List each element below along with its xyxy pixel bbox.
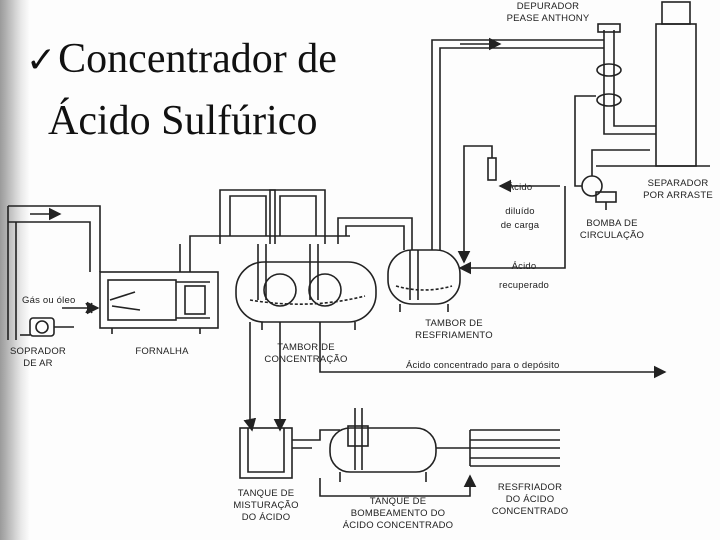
svg-text:TAMBOR DE: TAMBOR DE (277, 342, 335, 353)
svg-text:DE AR: DE AR (23, 358, 53, 369)
label-fornalha: FORNALHA (135, 346, 189, 357)
svg-text:CONCENTRADO: CONCENTRADO (492, 506, 569, 517)
label-tanque-mistura-3: DO ÁCIDO (242, 512, 291, 523)
flue-duct (180, 190, 412, 272)
svg-text:CONCENTRAÇÃO: CONCENTRAÇÃO (264, 354, 347, 365)
entrainment-separator (596, 2, 710, 166)
acid-mixing-tank (240, 428, 340, 478)
label-resfriador-3: CONCENTRADO (492, 506, 569, 517)
svg-text:RESFRIADOR: RESFRIADOR (498, 482, 562, 493)
label-tambor-conc-1: TAMBOR DE (277, 342, 335, 353)
label-soprador-1: SOPRADOR (10, 346, 66, 357)
svg-text:FORNALHA: FORNALHA (135, 346, 189, 357)
label-tanque-mistura-2: MISTURAÇÃO (233, 500, 298, 511)
circulation-pump (575, 96, 650, 210)
dilute-acid-feed (464, 146, 560, 262)
svg-text:POR ARRASTE: POR ARRASTE (643, 190, 713, 201)
svg-text:Gás ou óleo: Gás ou óleo (22, 295, 75, 306)
svg-text:PEASE ANTHONY: PEASE ANTHONY (507, 13, 590, 24)
svg-text:TANQUE DE: TANQUE DE (370, 496, 427, 507)
svg-text:Ácido concentrado para o depós: Ácido concentrado para o depósito (406, 360, 559, 371)
svg-text:DEPURADOR: DEPURADOR (517, 1, 580, 12)
svg-text:BOMBA DE: BOMBA DE (586, 218, 637, 229)
svg-text:Ácido: Ácido (508, 182, 533, 193)
svg-text:Ácido: Ácido (512, 261, 537, 272)
label-tanque-bomb-3: ÁCIDO CONCENTRADO (343, 520, 454, 531)
label-soprador-2: DE AR (23, 358, 53, 369)
air-blower (20, 318, 74, 336)
label-bomba-1: BOMBA DE (586, 218, 637, 229)
label-bomba-2: CIRCULAÇÃO (580, 230, 644, 241)
svg-text:diluído: diluído (505, 206, 534, 217)
svg-text:DO ÁCIDO: DO ÁCIDO (506, 494, 555, 505)
svg-text:MISTURAÇÃO: MISTURAÇÃO (233, 500, 298, 511)
svg-text:TAMBOR DE: TAMBOR DE (425, 318, 483, 329)
label-tanque-bomb-2: BOMBEAMENTO DO (351, 508, 445, 519)
label-separador-1: SEPARADOR (648, 178, 709, 189)
label-tanque-bomb-1: TANQUE DE (370, 496, 427, 507)
pease-anthony-scrubber (597, 24, 656, 134)
acid-pumping-tank (330, 408, 470, 482)
label-tambor-resf-2: RESFRIAMENTO (415, 330, 493, 341)
label-depurador-1: DEPURADOR (517, 1, 580, 12)
label-acido-recuperado-2: recuperado (499, 280, 549, 291)
label-acido-diluido-1: Ácido (508, 182, 533, 193)
label-tanque-mistura-1: TANQUE DE (238, 488, 295, 499)
label-acido-diluido-2: diluído (505, 206, 534, 217)
svg-text:BOMBEAMENTO DO: BOMBEAMENTO DO (351, 508, 445, 519)
svg-text:RESFRIAMENTO: RESFRIAMENTO (415, 330, 493, 341)
label-separador-2: POR ARRASTE (643, 190, 713, 201)
concentration-drum (236, 244, 376, 330)
svg-text:de carga: de carga (501, 220, 540, 231)
svg-text:CIRCULAÇÃO: CIRCULAÇÃO (580, 230, 644, 241)
label-tambor-conc-2: CONCENTRAÇÃO (264, 354, 347, 365)
label-gas-oleo: Gás ou óleo (22, 295, 75, 306)
label-acido-diluido-3: de carga (501, 220, 540, 231)
scrubber-gas-line (432, 40, 604, 250)
label-acido-deposito: Ácido concentrado para o depósito (406, 360, 559, 371)
svg-text:SOPRADOR: SOPRADOR (10, 346, 66, 357)
svg-text:SEPARADOR: SEPARADOR (648, 178, 709, 189)
svg-text:recuperado: recuperado (499, 280, 549, 291)
svg-text:ÁCIDO CONCENTRADO: ÁCIDO CONCENTRADO (343, 520, 454, 531)
label-depurador-2: PEASE ANTHONY (507, 13, 590, 24)
label-tambor-resf-1: TAMBOR DE (425, 318, 483, 329)
cooling-drum (388, 250, 460, 312)
svg-text:TANQUE DE: TANQUE DE (238, 488, 295, 499)
label-acido-recuperado-1: Ácido (512, 261, 537, 272)
label-resfriador-2: DO ÁCIDO (506, 494, 555, 505)
svg-text:DO ÁCIDO: DO ÁCIDO (242, 512, 291, 523)
label-resfriador-1: RESFRIADOR (498, 482, 562, 493)
furnace (100, 272, 218, 334)
